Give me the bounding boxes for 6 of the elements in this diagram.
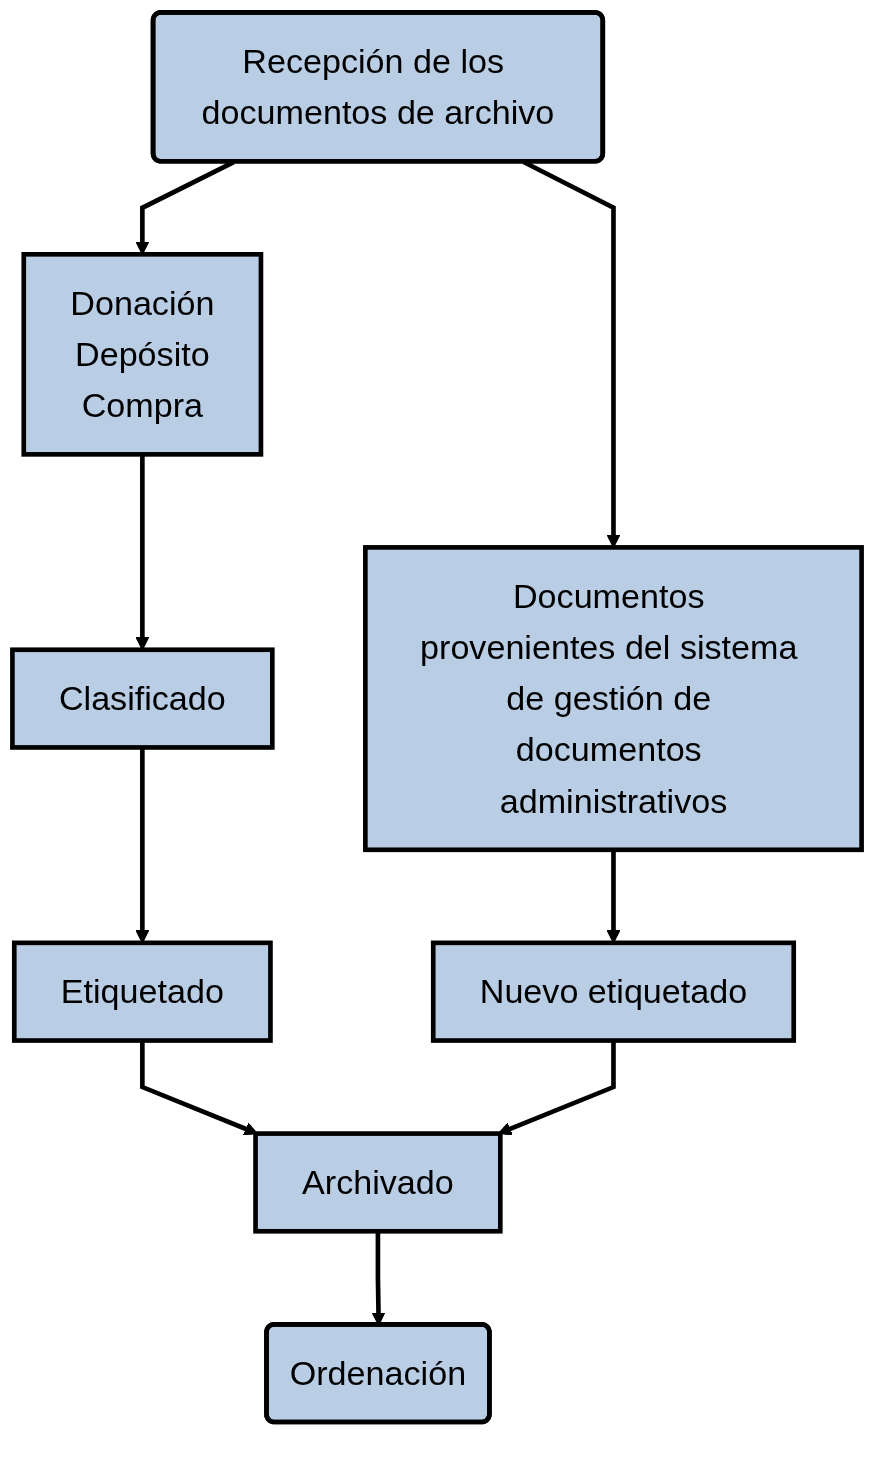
- node-box: Donación Depósito Compra: [21, 252, 264, 457]
- node-box: Archivado: [253, 1131, 503, 1234]
- node-box: Nuevo etiquetado: [430, 940, 797, 1043]
- node-box: Clasificado: [10, 647, 275, 750]
- node-box: Documentos provenientes del sistema de gestión de documentos administrativos: [363, 545, 864, 853]
- node-box: Etiquetado: [11, 940, 273, 1043]
